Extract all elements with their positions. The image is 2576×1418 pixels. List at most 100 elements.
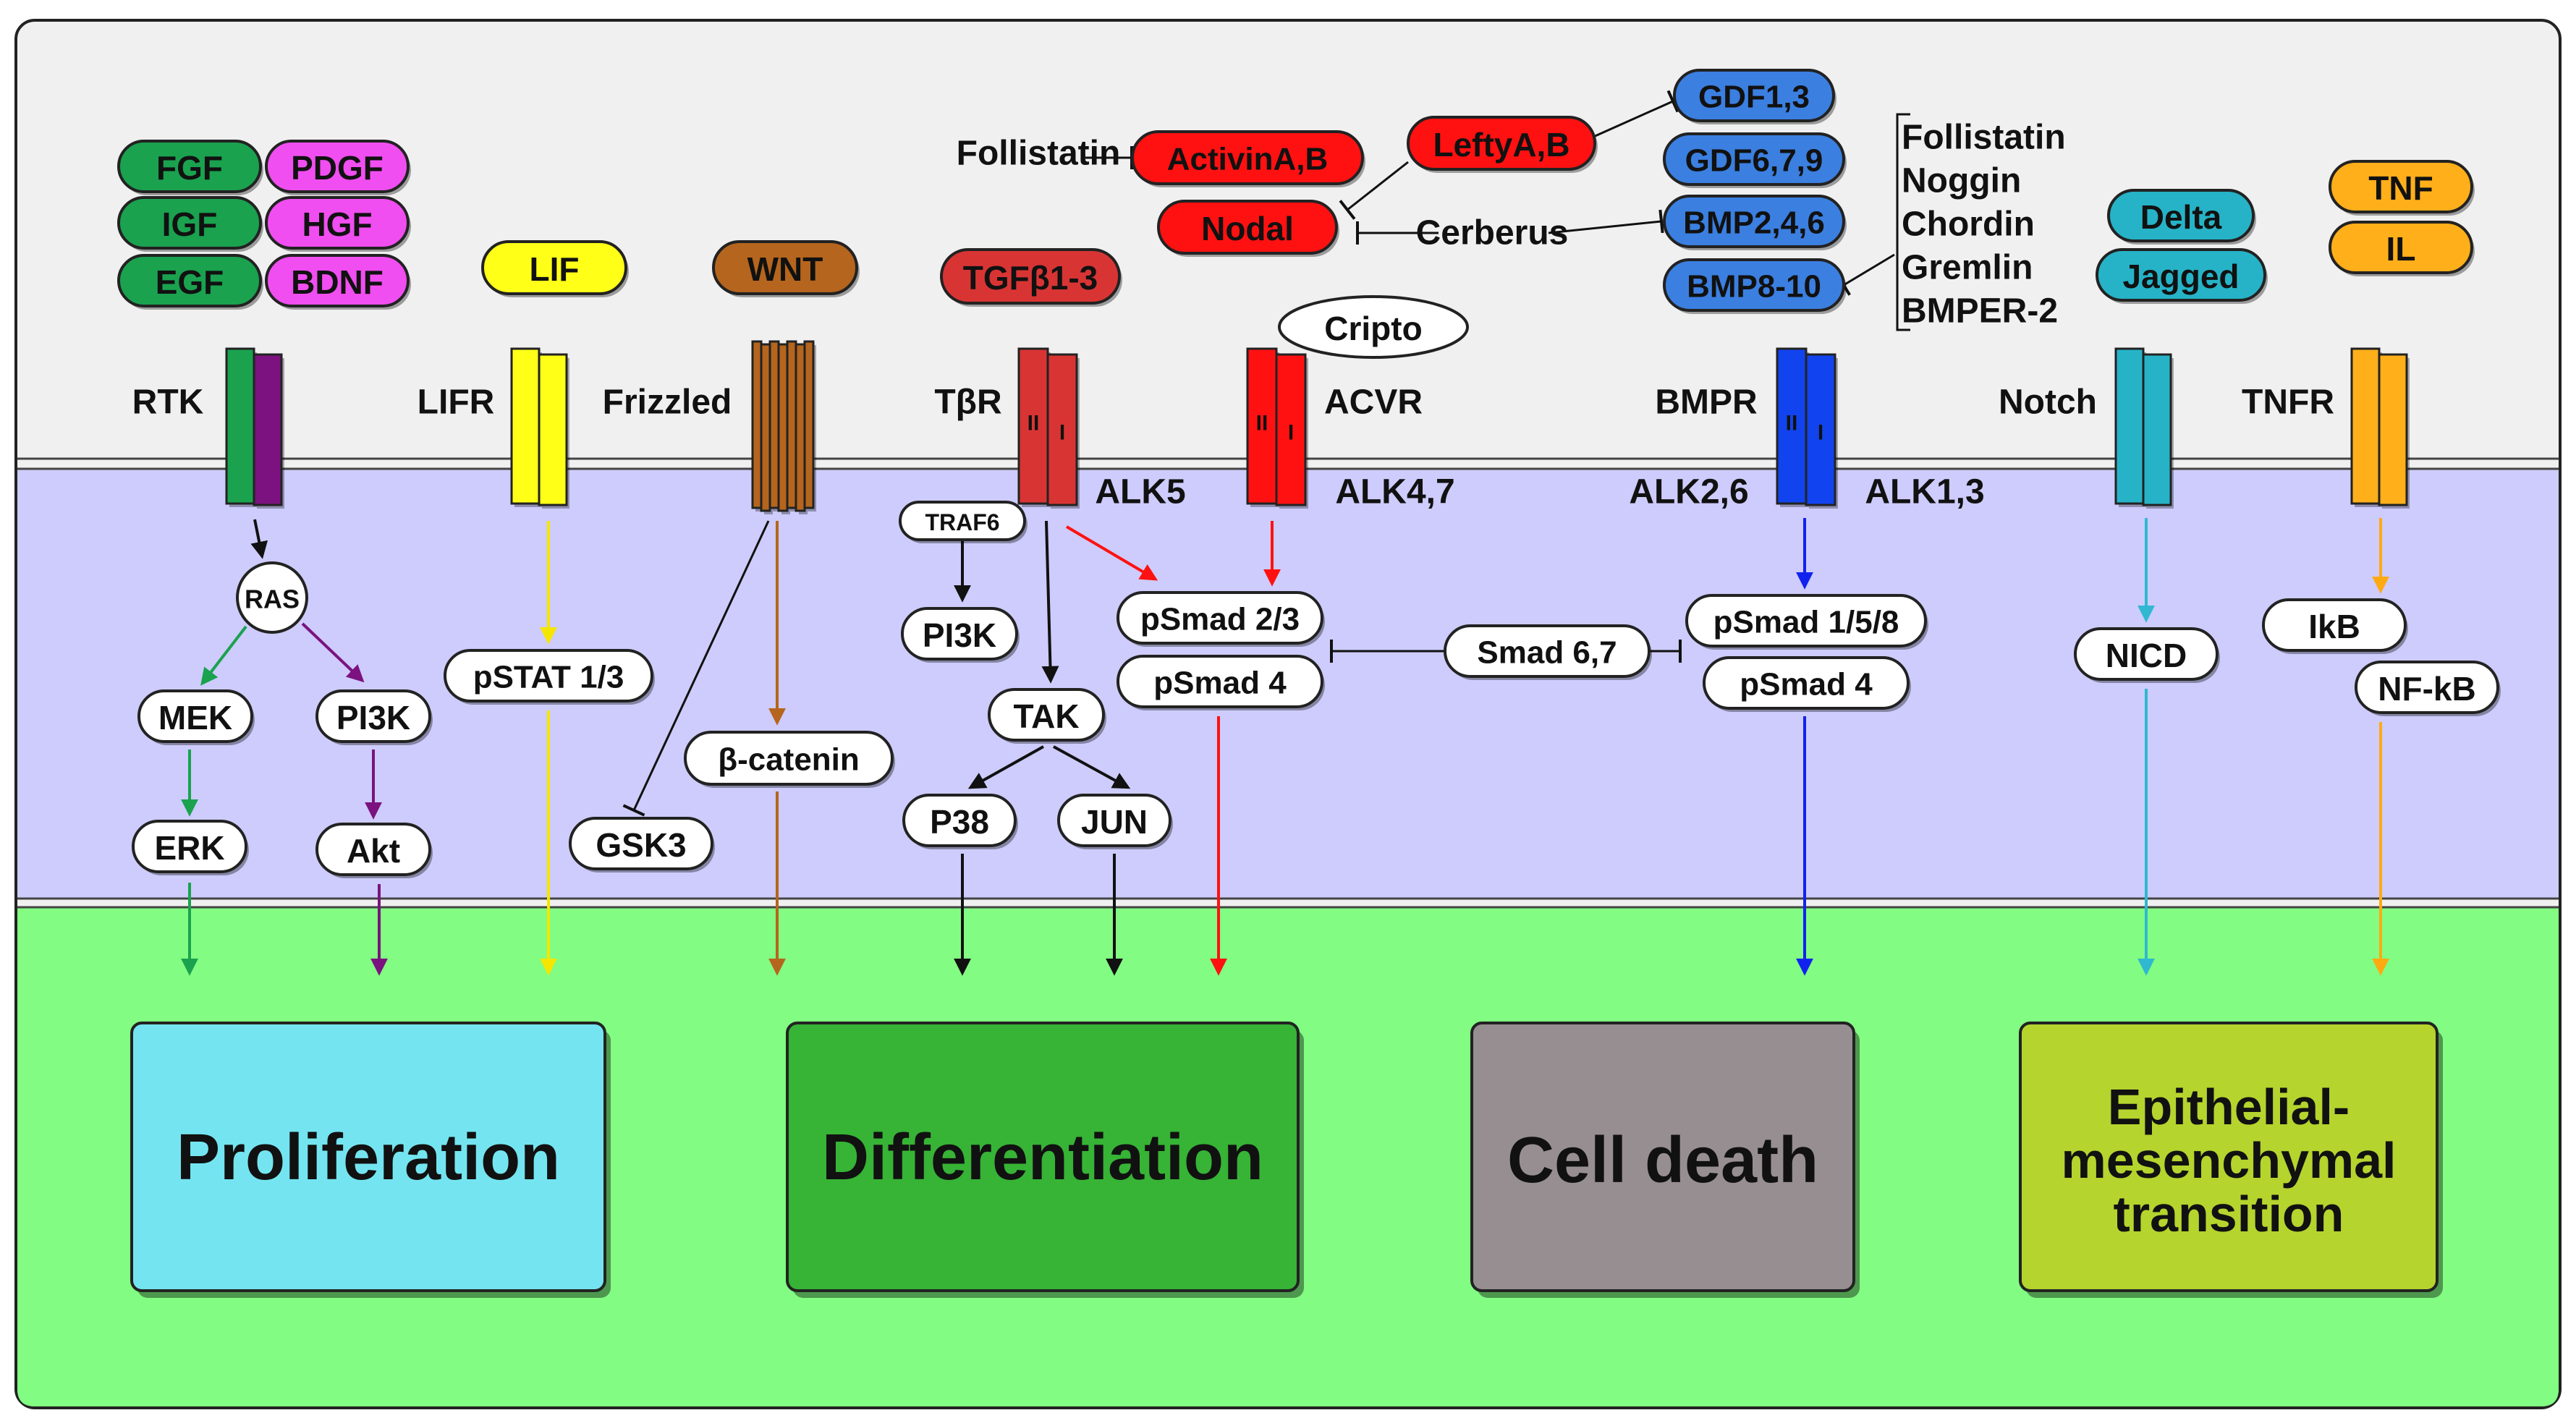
receptor-label-lifr: LIFR: [418, 383, 495, 422]
ligand-tnf-label: TNF: [2368, 169, 2433, 207]
frizzled-helix-4: [777, 343, 789, 512]
node-erk-label: ERK: [154, 829, 224, 867]
ligand-lif-label: LIF: [530, 250, 580, 288]
inhibit-smad67-psmad23: [1330, 640, 1444, 663]
ligand-igf-label: IGF: [162, 205, 218, 243]
ligand-hgf: HGF: [265, 196, 411, 252]
arrow-ras-mek: [200, 625, 247, 686]
antagonist-bracket: [1896, 113, 1910, 331]
ligand-cripto-label: Cripto: [1324, 310, 1422, 347]
node-nfkb: NF-kB: [2355, 661, 2501, 716]
node-tak: TAK: [988, 688, 1106, 744]
tnfr-receptor-b: [2378, 353, 2408, 506]
bmpr-receptor-b: [1805, 353, 1836, 506]
node-mek-label: MEK: [158, 699, 232, 736]
notch-receptor-b: [2142, 353, 2172, 506]
node-psmad4-bmp-label: pSmad 4: [1740, 667, 1873, 702]
node-psmad4-bmp: pSmad 4: [1703, 656, 1911, 712]
node-psmad158-label: pSmad 1/5/8: [1713, 605, 1899, 640]
frizzled-helix-1: [751, 340, 763, 509]
arrow-tbr-tak: [1041, 520, 1059, 684]
ligand-il-label: IL: [2386, 230, 2416, 268]
ligand-delta-label: Delta: [2140, 198, 2222, 236]
node-traf6-label: TRAF6: [925, 509, 999, 535]
ligand-bmp810-label: BMP8-10: [1687, 269, 1821, 305]
node-pi3k-tgf-label: PI3K: [923, 616, 996, 654]
node-nfkb-label: NF-kB: [2378, 670, 2475, 708]
node-pi3k-rtk: PI3K: [315, 689, 433, 745]
ligand-egf: EGF: [117, 254, 263, 310]
ligand-fgf: FGF: [117, 140, 263, 195]
receptor-label-alk26: ALK2,6: [1629, 473, 1748, 511]
arrow-rtk-ras: [250, 519, 268, 559]
ligand-bmp246: BMP2,4,6: [1663, 195, 1847, 250]
receptor-label-tnfr: TNFR: [2242, 383, 2334, 422]
tbr-receptor-a: [1017, 347, 1049, 505]
arrow-tak-jun: [1053, 745, 1131, 789]
node-pstat: pSTAT 1/3: [444, 649, 655, 705]
outcome-box-proliferation: [130, 1022, 606, 1292]
node-jun: JUN: [1057, 794, 1173, 849]
ligand-pdgf: PDGF: [265, 140, 411, 195]
node-akt-label: Akt: [347, 832, 400, 870]
arrow-alk5-psmad23: [1065, 525, 1158, 581]
node-ras-label: RAS: [245, 585, 300, 614]
ligand-bmp810: BMP8-10: [1663, 258, 1847, 314]
receptor-subunit-i-mark: I: [1059, 421, 1065, 445]
node-nicd-label: NICD: [2106, 637, 2187, 674]
receptor-label-frizzled: Frizzled: [603, 383, 732, 422]
node-akt: Akt: [315, 823, 433, 878]
ligand-igf: IGF: [117, 196, 263, 252]
ligand-gdf13: GDF1,3: [1673, 69, 1836, 124]
node-pi3k-rtk-label: PI3K: [336, 699, 410, 736]
receptor-label-tbr: TβR: [934, 383, 1001, 422]
inhibitor-follistatin: Follistatin: [957, 135, 1121, 173]
receptor-label-bmpr: BMPR: [1655, 383, 1757, 422]
ligand-gdf13-label: GDF1,3: [1698, 80, 1810, 115]
ligand-bdnf: BDNF: [265, 254, 411, 310]
receptor-label-acvr: ACVR: [1324, 383, 1423, 422]
bmp-antagonist-chordin: Chordin: [1902, 205, 2035, 244]
rtk-receptor-b: [253, 353, 283, 506]
receptor-subunit-ii-mark: II: [1786, 412, 1798, 436]
lifr-receptor-b: [538, 353, 568, 506]
outcome-emt-line-1: Epithelial-: [2108, 1079, 2350, 1135]
ligand-activin-label: ActivinA,B: [1167, 142, 1328, 177]
outcome-emt-line-3: transition: [2114, 1186, 2344, 1242]
ligand-il: IL: [2329, 221, 2475, 276]
ligand-jagged: Jagged: [2096, 248, 2268, 304]
receptor-subunit-i-mark: I: [1288, 421, 1294, 445]
node-smad67-label: Smad 6,7: [1477, 635, 1617, 671]
bmp-antagonist-noggin: Noggin: [1902, 162, 2021, 200]
bmp-antagonist-bmper-2: BMPER-2: [1902, 292, 2058, 331]
frizzled-helix-5: [786, 340, 797, 509]
frizzled-helix-3: [768, 340, 780, 509]
ligand-wnt: WNT: [712, 240, 860, 297]
node-p38-label: P38: [930, 803, 989, 841]
ligand-lif: LIF: [481, 240, 629, 297]
inhibit-cerberus-nodal: [1356, 221, 1439, 245]
node-gsk3: GSK3: [569, 817, 715, 873]
receptor-label-rtk: RTK: [132, 383, 204, 422]
node-ikb-label: IkB: [2308, 608, 2360, 645]
ligand-hgf-label: HGF: [302, 205, 372, 243]
node-bcatenin: β-catenin: [684, 731, 895, 788]
node-bcatenin-label: β-catenin: [718, 742, 860, 778]
receptor-label-alk13: ALK1,3: [1865, 473, 1984, 511]
ligand-fgf-label: FGF: [156, 149, 223, 187]
ligand-jagged-label: Jagged: [2122, 258, 2239, 295]
notch-receptor-a: [2114, 347, 2145, 505]
receptor-subunit-ii-mark: II: [1256, 412, 1268, 436]
node-ras: RAS: [236, 561, 308, 634]
receptor-label-notch: Notch: [1999, 383, 2097, 422]
ligand-lefty: LeftyA,B: [1407, 116, 1598, 173]
ligand-wnt-label: WNT: [747, 250, 823, 288]
node-erk: ERK: [132, 820, 249, 875]
node-traf6: TRAF6: [899, 501, 1028, 543]
receptor-subunit-ii-mark: II: [1028, 412, 1040, 436]
inhibit-cerberus-bmp: [1548, 209, 1664, 234]
outcome-cell-death: Cell death: [1507, 1124, 1818, 1197]
inhibit-lefty-gdf: [1591, 90, 1679, 139]
